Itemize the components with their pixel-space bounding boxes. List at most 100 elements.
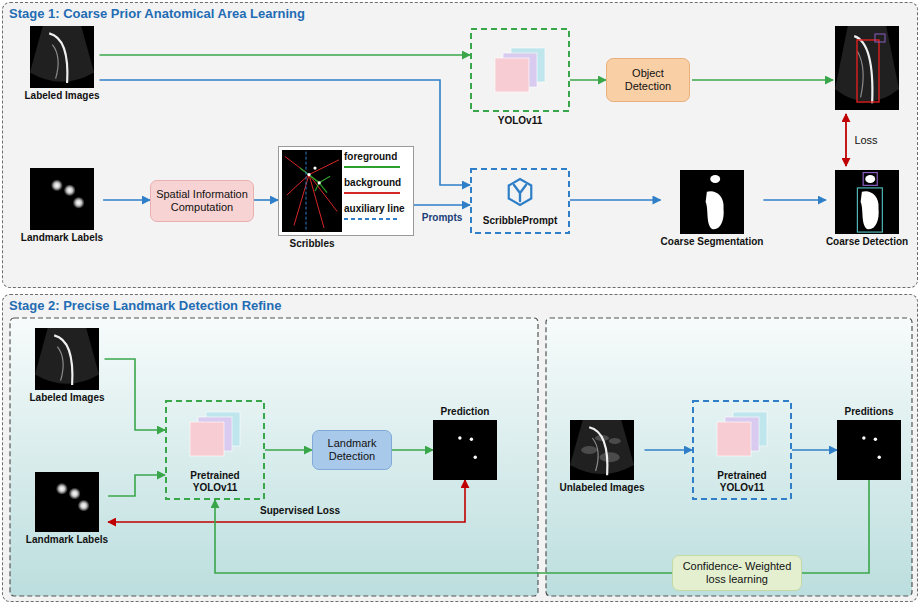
stage-panel: Stage 1: Coarse Prior Anatomical Area Le… — [2, 2, 918, 288]
figure-part — [309, 175, 337, 212]
figure-part — [344, 192, 400, 194]
box-label: Confidence- Weighted loss learning — [677, 560, 797, 586]
image-caption: Landmark Labels — [26, 534, 108, 546]
image-node: Labeled Images — [29, 328, 104, 404]
figure-part — [471, 29, 569, 111]
figure-part — [35, 328, 99, 384]
loss-arrow — [845, 114, 847, 166]
edge-label: Supervised Loss — [260, 505, 340, 517]
figure-part — [495, 58, 529, 92]
figure-part — [570, 420, 634, 474]
figure-part — [470, 438, 473, 441]
figure-part — [433, 420, 497, 480]
panel-ground — [2, 294, 918, 602]
image-node: Landmark Labels — [26, 472, 108, 546]
image-caption: Landmark Labels — [21, 232, 103, 244]
figure-part — [717, 422, 751, 456]
process-box: Landmark Detection — [312, 430, 392, 470]
stage-title: Stage 2: Precise Landmark Detection Refi… — [9, 298, 281, 314]
image-caption: Labeled Images — [24, 90, 99, 102]
model-caption: Pretrained YOLOv11 — [179, 470, 251, 494]
box-label: Spatial Information Computation — [155, 188, 249, 214]
figure-part — [835, 26, 899, 110]
legend-text: auxiliary line — [344, 203, 405, 215]
connector — [105, 359, 165, 430]
image-picture — [570, 420, 634, 480]
image-picture — [837, 420, 901, 480]
figure-part — [73, 197, 85, 209]
process-box: Confidence- Weighted loss learning — [672, 555, 802, 591]
image-caption: Preditions — [845, 406, 894, 418]
process-box: Spatial Information Computation — [150, 180, 254, 222]
figure-part — [78, 500, 90, 512]
figure-part — [857, 51, 863, 97]
image-caption: Coarse Segmentation — [661, 236, 764, 248]
figure-part — [861, 191, 879, 229]
image-picture — [30, 26, 94, 88]
connector — [392, 449, 433, 451]
figure-part — [279, 147, 414, 236]
stage-panel: Stage 2: Precise Landmark Detection Refi… — [2, 294, 918, 602]
figure-part — [835, 26, 899, 102]
process-box: Object Detection — [606, 58, 690, 102]
figure-part — [878, 456, 881, 459]
figure-part — [706, 191, 724, 229]
image-caption: Unlabeled Images — [559, 482, 644, 494]
model-block: YOLOv11 — [470, 28, 570, 127]
figure-part — [307, 173, 310, 176]
figure-part — [282, 150, 342, 232]
image-node: Coarse Detection — [826, 170, 908, 248]
image-picture — [433, 420, 497, 480]
figure-part — [166, 401, 264, 499]
figure-part — [35, 328, 99, 390]
image-picture — [35, 328, 99, 390]
figure-part — [589, 427, 607, 475]
figure-part — [54, 335, 72, 385]
legend-swatch — [344, 215, 400, 223]
figure-part — [56, 483, 68, 495]
connector — [645, 449, 692, 451]
connector — [792, 449, 837, 451]
figure-part — [862, 436, 865, 439]
figure-part — [30, 168, 94, 230]
sub-panel — [546, 318, 912, 596]
figure-part — [837, 420, 901, 480]
figure-part — [609, 438, 621, 444]
model-caption: Pretrained YOLOv11 — [706, 470, 778, 494]
connector — [763, 199, 825, 201]
figure-part — [306, 152, 307, 231]
image-caption: Coarse Detection — [826, 236, 908, 248]
connector — [265, 449, 312, 451]
figure-part — [52, 45, 58, 79]
figure-part — [570, 420, 634, 480]
image-caption: Labeled Images — [29, 392, 104, 404]
figure-part — [64, 184, 76, 196]
connector — [215, 500, 672, 573]
image-picture — [30, 168, 94, 230]
image-node: Coarse Segmentation — [661, 170, 764, 248]
model-layers — [470, 28, 570, 112]
figure-part — [313, 166, 316, 169]
figure-part — [600, 452, 620, 462]
model-block: Pretrained YOLOv11 — [692, 400, 792, 500]
legend-text: background — [344, 177, 405, 189]
flow-arrow — [692, 79, 833, 81]
figure-part — [51, 179, 63, 191]
image-picture — [35, 472, 99, 532]
figure-part — [509, 179, 532, 205]
model-caption: ScribblePrompt — [483, 215, 557, 227]
figure-part — [514, 185, 526, 201]
edge-label-holder: Prompts — [422, 212, 463, 224]
figure-part — [592, 438, 598, 471]
figure-part — [693, 401, 791, 499]
figure-part — [309, 160, 339, 175]
connector — [103, 199, 150, 201]
connector — [108, 475, 165, 496]
legend-row: background — [344, 177, 405, 197]
box-label: Object Detection — [611, 67, 685, 93]
figure-part — [863, 173, 877, 186]
image-picture — [835, 170, 899, 234]
image-caption: Prediction — [441, 406, 490, 418]
figure-part — [874, 438, 877, 441]
image-node: Landmark Labels — [21, 168, 103, 244]
